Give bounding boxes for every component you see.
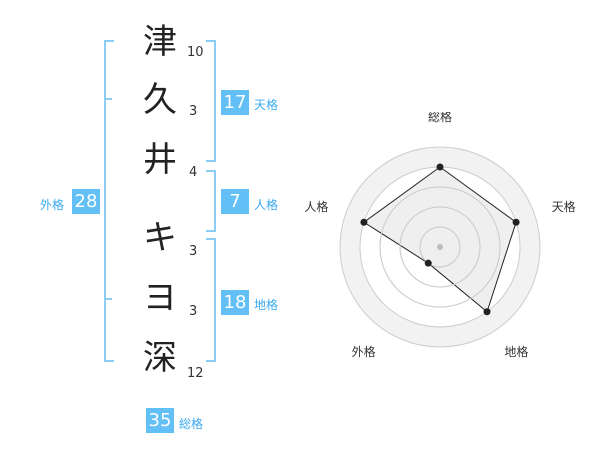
tenkaku-badge: 17	[221, 90, 249, 115]
gaikaku-tick-lower	[104, 298, 112, 300]
radar-axis-label-4: 外格	[352, 344, 376, 359]
radar-grid-ring-3	[379, 186, 501, 308]
radar-point-3	[483, 308, 491, 316]
name-char-3: 井	[143, 140, 177, 180]
radar-axis-label-5: 人格	[304, 199, 328, 214]
chikaku-label: 地格	[254, 298, 279, 312]
jinkaku-label: 人格	[254, 198, 279, 212]
radar-point-4	[424, 259, 432, 267]
radar-point-1	[436, 163, 444, 171]
name-char-2: 久	[143, 80, 177, 120]
gaikaku-label: 外格	[40, 198, 65, 212]
stroke-count-1: 10	[187, 45, 204, 60]
stroke-count-4: 3	[189, 244, 198, 259]
name-char-1: 津	[143, 22, 177, 62]
gaikaku-badge: 28	[72, 189, 100, 214]
chikaku-badge: 18	[221, 290, 249, 315]
radar-grid-ring-2	[399, 206, 481, 288]
radar-axis-label-3: 地格	[504, 344, 528, 359]
gaikaku-tick-upper	[104, 98, 112, 100]
name-char-4: キ	[143, 218, 177, 258]
radar-center-dot	[437, 244, 443, 250]
name-char-5: ヨ	[143, 278, 177, 318]
radar-point-2	[512, 218, 520, 226]
chikaku-bracket	[206, 238, 216, 362]
radar-axis-label-2: 天格	[552, 199, 576, 214]
tenkaku-label: 天格	[254, 98, 279, 112]
name-char-6: 深	[143, 338, 177, 378]
radar-point-5	[360, 218, 368, 226]
soukaku-badge: 35	[146, 408, 174, 433]
soukaku-label: 総格	[179, 417, 204, 431]
tenkaku-bracket	[206, 40, 216, 162]
stroke-count-5: 3	[189, 304, 198, 319]
stroke-count-3: 4	[189, 165, 198, 180]
jinkaku-bracket	[206, 170, 216, 232]
stroke-count-2: 3	[189, 104, 198, 119]
radar-axis-label-1: 総格	[428, 112, 452, 124]
gaikaku-bracket	[104, 40, 114, 362]
jinkaku-badge: 7	[221, 189, 249, 214]
radar-grid-ring-1	[419, 226, 461, 268]
radar-data-polygon	[363, 166, 517, 313]
stroke-count-6: 12	[187, 366, 204, 381]
